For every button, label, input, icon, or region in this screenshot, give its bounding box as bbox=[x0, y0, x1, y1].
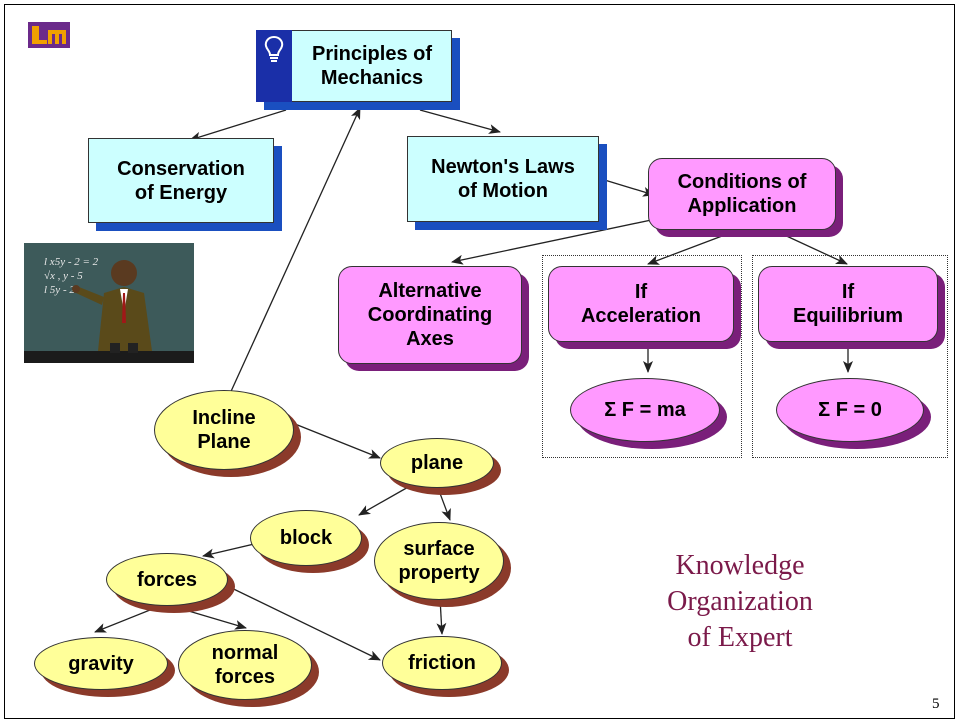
edge-incline-principles bbox=[227, 107, 361, 399]
edge-principles-newton bbox=[419, 109, 501, 134]
edge-surface-friction bbox=[436, 597, 447, 635]
alternative-axes-node: Alternative Coordinating Axes bbox=[338, 266, 522, 364]
surface-property-node: surface property bbox=[374, 522, 504, 600]
edge-forces-friction bbox=[214, 579, 381, 661]
edge-plane-block bbox=[358, 485, 411, 516]
incline-plane-node: Incline Plane bbox=[154, 390, 294, 470]
page-number: 5 bbox=[932, 696, 940, 712]
edge-conditions-alternative bbox=[451, 214, 676, 265]
sum-f-zero-node: Σ F = 0 bbox=[776, 378, 924, 442]
edge-newton-conditions bbox=[597, 177, 655, 197]
conditions-node: Conditions of Application bbox=[648, 158, 836, 230]
if-equilibrium-node: If Equilibrium bbox=[758, 266, 938, 342]
gravity-node: gravity bbox=[34, 637, 168, 690]
edge-incline-plane bbox=[289, 421, 381, 459]
plane-node: plane bbox=[380, 438, 494, 488]
if-acceleration-node: If Acceleration bbox=[548, 266, 734, 342]
edge-conditions-equilibrium bbox=[779, 232, 848, 265]
acceleration-group bbox=[542, 255, 742, 458]
slide-frame bbox=[4, 4, 955, 719]
svg-text:√x , y - 5: √x , y - 5 bbox=[44, 270, 83, 282]
slide-caption: Knowledge Organization of Expert bbox=[667, 550, 813, 653]
lightbulb-icon bbox=[264, 35, 284, 62]
teacher-clipart-icon: l x5y - 2 = 2 √x , y - 5 l 5y - 2 bbox=[24, 243, 194, 363]
conservation-node: Conservation of Energy bbox=[88, 138, 274, 223]
friction-node: friction bbox=[382, 636, 502, 690]
svg-text:l x5y - 2 = 2: l x5y - 2 = 2 bbox=[44, 256, 99, 268]
topic-strip bbox=[256, 30, 292, 102]
edge-forces-normal bbox=[164, 603, 247, 630]
lsu-logo-icon bbox=[28, 22, 70, 48]
edge-principles-conservation bbox=[189, 109, 287, 142]
edge-plane-surface bbox=[437, 487, 451, 521]
equilibrium-group bbox=[752, 255, 948, 458]
newton-node: Newton's Laws of Motion bbox=[407, 136, 599, 222]
normal-forces-node: normal forces bbox=[178, 630, 312, 700]
svg-text:l 5y - 2: l 5y - 2 bbox=[44, 284, 75, 296]
edge-conditions-acceleration bbox=[647, 232, 731, 265]
principles-node-label: Principles of Mechanics bbox=[311, 43, 433, 89]
sum-f-ma-node: Σ F = ma bbox=[570, 378, 720, 442]
edge-forces-gravity bbox=[94, 603, 166, 633]
block-node: block bbox=[250, 510, 362, 566]
forces-node: forces bbox=[106, 553, 228, 606]
